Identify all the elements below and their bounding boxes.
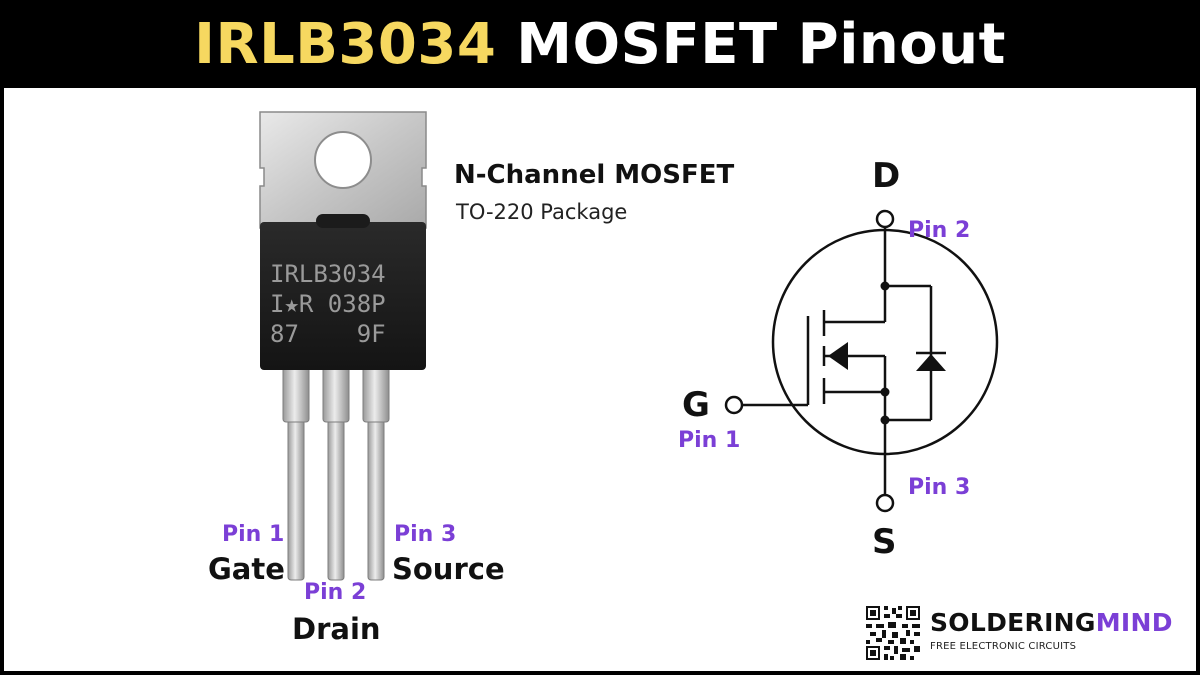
body-diode-icon xyxy=(916,354,946,371)
source-terminal xyxy=(877,495,893,511)
marking-line-3: 87 9F xyxy=(270,320,386,348)
gate-pin-label: Pin 1 xyxy=(678,428,740,453)
drain-pin-label: Pin 2 xyxy=(908,218,970,243)
marking-line-1: IRLB3034 xyxy=(270,260,386,288)
pin3-name: Source xyxy=(392,552,505,586)
brand-name: SOLDERINGMIND xyxy=(930,608,1173,637)
title-part-number: IRLB3034 xyxy=(194,12,496,77)
diagram-panel: IRLB3034 I★R 038P 87 9F N-Channel MOSFET… xyxy=(4,88,1196,671)
pin3-label: Pin 3 xyxy=(394,522,456,547)
drain-letter: D xyxy=(872,156,900,196)
marking-line-2: I★R 038P xyxy=(270,290,386,318)
pin1-label: Pin 1 xyxy=(222,522,284,547)
gate-letter: G xyxy=(682,385,710,425)
brand-logo: SOLDERINGMIND FREE ELECTRONIC CIRCUITS xyxy=(866,606,1186,662)
pin1-name: Gate xyxy=(208,552,285,586)
package-type-label: TO-220 Package xyxy=(456,200,627,224)
page-title: IRLB3034 MOSFET Pinout xyxy=(194,12,1006,77)
brand-name-part-1: SOLDERING xyxy=(930,608,1096,637)
pin2-label: Pin 2 xyxy=(304,580,366,605)
title-bar: IRLB3034 MOSFET Pinout xyxy=(0,0,1200,88)
gate-terminal xyxy=(726,397,742,413)
drain-terminal xyxy=(877,211,893,227)
device-type-label: N-Channel MOSFET xyxy=(454,160,734,190)
pin2-name: Drain xyxy=(292,612,381,646)
source-pin-label: Pin 3 xyxy=(908,475,970,500)
to220-package-illustration: IRLB3034 I★R 038P 87 9F xyxy=(244,106,444,582)
mounting-hole xyxy=(315,132,371,188)
source-letter: S xyxy=(872,522,897,562)
channel-arrow-icon xyxy=(828,342,848,370)
title-text: MOSFET Pinout xyxy=(516,12,1006,77)
qr-code-icon xyxy=(866,606,920,660)
brand-name-part-2: MIND xyxy=(1096,608,1173,637)
brand-tagline: FREE ELECTRONIC CIRCUITS xyxy=(930,641,1076,652)
